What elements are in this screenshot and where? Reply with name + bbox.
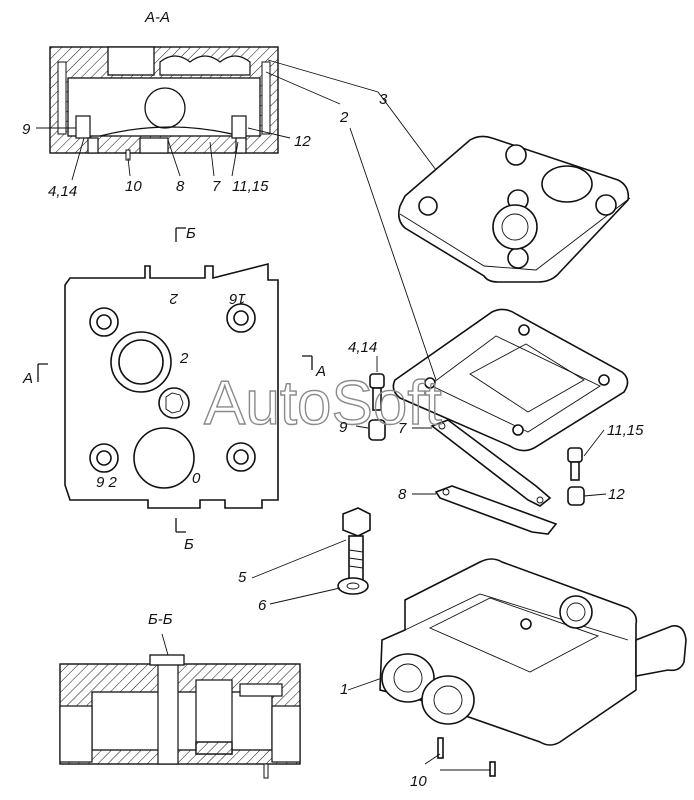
leader-lines — [36, 59, 607, 771]
section-aa-view: A-A — [49, 9, 279, 161]
cut-a-left-label: A — [22, 370, 33, 387]
callout-1: 1 — [340, 681, 348, 698]
cover-part-3 — [398, 135, 631, 283]
watermark-text: AutoSoft — [204, 369, 442, 438]
callout-4-14-aa: 4,14 — [48, 183, 77, 200]
callout-6: 6 — [258, 597, 267, 614]
plan-mark-bottom-right: 0 — [192, 470, 201, 487]
callout-7-aa: 7 — [212, 178, 221, 195]
callout-12: 12 — [608, 486, 625, 503]
screw-11-15 — [567, 447, 583, 481]
cut-b-bottom-label: Б — [184, 536, 194, 553]
callout-5: 5 — [238, 569, 247, 586]
plan-mark-bottom-left: 9 2 — [96, 474, 118, 491]
cut-b-top-label: Б — [186, 225, 196, 242]
gasket-part-2 — [392, 308, 629, 452]
callout-10-aa: 10 — [125, 178, 142, 195]
washer-9 — [368, 419, 386, 441]
pins-10 — [437, 737, 496, 777]
callout-2: 2 — [339, 109, 349, 126]
plan-view: 2 16 2 9 2 0 Б Б A A — [22, 225, 326, 553]
callout-8: 8 — [398, 486, 407, 503]
plan-mark-top-left: 2 — [169, 290, 179, 307]
callout-9: 9 — [339, 419, 348, 436]
callout-11-15: 11,15 — [607, 422, 644, 439]
cut-a-right-label: A — [315, 363, 326, 380]
callout-11-15-aa: 11,15 — [232, 178, 269, 195]
washer-6 — [337, 577, 369, 595]
callout-9-aa: 9 — [22, 121, 31, 138]
callout-8-aa: 8 — [176, 178, 185, 195]
section-aa-title: A-A — [144, 9, 170, 26]
section-bb-title: Б-Б — [148, 611, 173, 628]
callout-12-aa: 12 — [294, 133, 311, 150]
plan-mark-top-right: 16 — [229, 290, 246, 307]
valve-plate-7 — [430, 419, 552, 507]
body-part-1 — [379, 558, 687, 746]
plan-mark-center: 2 — [179, 350, 189, 367]
callout-labels: 3 2 9 12 4,14 10 8 7 11,15 4,14 9 7 8 11… — [22, 91, 644, 790]
callout-4-14: 4,14 — [348, 339, 377, 356]
screw-4-14 — [369, 373, 385, 411]
bolt-5 — [342, 507, 371, 581]
section-bb-view: Б-Б — [59, 611, 301, 779]
washer-12 — [567, 486, 585, 506]
callout-10: 10 — [410, 773, 427, 790]
callout-7: 7 — [398, 420, 407, 437]
valve-plate-8 — [434, 485, 558, 535]
callout-3: 3 — [379, 91, 388, 108]
